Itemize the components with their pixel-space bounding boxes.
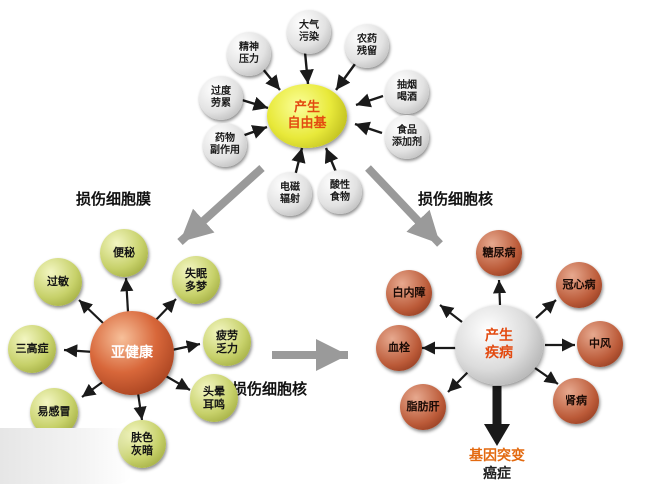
arrow-insomnia xyxy=(153,298,177,323)
arrow-acidic-food xyxy=(324,147,339,173)
node-allergy: 过敏 xyxy=(34,258,82,306)
node-dizziness-tinnitus: 头晕 耳鸣 xyxy=(190,374,238,422)
arrow-electromagnetic xyxy=(291,147,306,177)
arrow-dull-skin xyxy=(133,392,147,421)
node-electromagnetic-radiation: 电磁 辐射 xyxy=(268,172,312,216)
node-diabetes: 糖尿病 xyxy=(476,230,522,276)
node-fatty-liver: 脂肪肝 xyxy=(400,384,446,430)
arrow-overwork xyxy=(241,96,269,111)
blurred-watermark-patch xyxy=(0,428,132,484)
arrow-air-pollution xyxy=(299,51,314,85)
node-acidic-food: 酸性 食物 xyxy=(318,170,362,214)
node-stroke: 中风 xyxy=(577,321,623,367)
arrow-coronary xyxy=(535,299,557,319)
node-drug-side-effect: 药物 副作用 xyxy=(203,123,247,167)
arrow-to-outcome-head xyxy=(484,424,510,446)
arrow-constipation xyxy=(120,277,134,313)
node-three-highs: 三高症 xyxy=(8,325,56,373)
arrow-pesticide xyxy=(335,63,356,91)
node-mental-stress: 精神 压力 xyxy=(227,32,271,76)
arrow-cold xyxy=(81,380,105,398)
flow-label-cell-nucleus-middle: 损伤细胞核 xyxy=(232,380,308,398)
node-pesticide-residue: 农药 残留 xyxy=(345,24,389,68)
node-kidney-disease: 肾病 xyxy=(553,378,599,424)
flow-arrow-left xyxy=(177,165,265,245)
arrow-fatigue xyxy=(171,340,201,354)
node-smoking-drinking: 抽烟 喝酒 xyxy=(385,70,429,114)
node-free-radical: 产生 自由基 xyxy=(267,84,347,148)
arrow-drug-side-effect xyxy=(241,125,268,139)
node-disease: 产生 疾病 xyxy=(455,305,543,385)
node-insomnia: 失眠 多梦 xyxy=(172,256,220,304)
node-air-pollution: 大气 污染 xyxy=(287,10,331,54)
flow-label-cell-nucleus-right: 损伤细胞核 xyxy=(418,190,494,208)
node-food-additives: 食品 添加剂 xyxy=(385,115,429,159)
node-constipation: 便秘 xyxy=(100,229,148,277)
node-cataract: 白内障 xyxy=(386,270,432,316)
arrow-fatty-liver xyxy=(447,371,469,393)
arrow-smoking xyxy=(355,93,384,108)
node-fatigue: 疲劳 乏力 xyxy=(203,318,251,366)
outcome-cancer: 癌症 xyxy=(483,465,511,482)
arrow-additives xyxy=(354,121,383,136)
node-coronary-heart-disease: 冠心病 xyxy=(556,262,602,308)
arrow-kidney xyxy=(534,367,559,385)
arrow-dizziness xyxy=(163,374,191,391)
arrow-allergy xyxy=(78,299,104,324)
flow-arrow-right xyxy=(365,165,443,247)
node-overwork: 过度 劳累 xyxy=(199,76,243,120)
outcome-gene-mutation: 基因突变 xyxy=(469,448,525,464)
flow-label-cell-membrane: 损伤细胞膜 xyxy=(76,190,152,208)
outcome-text: 基因突变 癌症 xyxy=(455,448,539,483)
arrow-diabetes xyxy=(492,279,507,306)
arrow-cataract xyxy=(439,304,463,323)
node-subhealth: 亚健康 xyxy=(90,311,174,395)
node-thrombus: 血栓 xyxy=(376,325,422,371)
arrow-three-highs xyxy=(63,344,95,358)
